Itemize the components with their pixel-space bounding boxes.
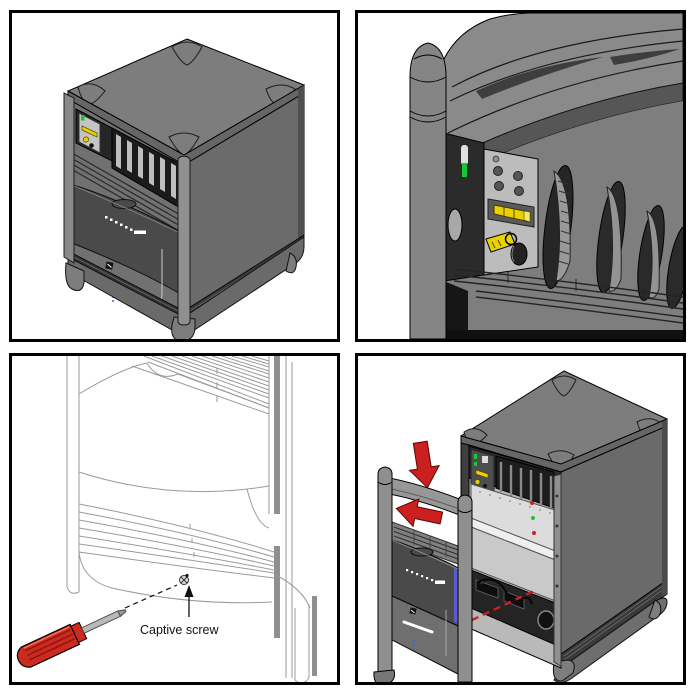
horizontal-vents [71,152,183,234]
foot-left [65,262,85,291]
blue-stripe [454,568,458,624]
panel-operator-closeup [355,10,686,342]
corner-posts [63,92,191,326]
sgi-logo [409,607,417,615]
arrow-down [408,440,441,489]
interior-vent-slats [495,455,555,511]
brow-slot-cuts [476,49,680,99]
bezel-brand-wordmark [406,569,445,584]
bezel-brow-curves [447,28,683,134]
fan-opening [537,610,555,630]
media-slot [493,204,531,223]
reset-slot [461,145,468,165]
opening-right-frame [553,473,562,667]
bezel-removal-drawing [373,370,669,682]
shadow-wedge [444,281,468,339]
oval-button [447,208,463,242]
system-front-view-drawing [63,38,306,339]
captive-screw [179,573,189,585]
chassis-line-art [66,356,317,682]
chassis [459,370,669,682]
door-brand-wordmark [105,216,146,234]
operator-panel [75,108,113,162]
right-edge-shadow [298,85,304,245]
status-recess [443,132,485,282]
keyswitch-button [510,242,528,266]
perforation-dots [479,491,551,514]
keyswitch [89,143,94,148]
alignment-dashes [124,584,178,609]
vent-hatching [131,356,270,415]
pedestal-outline [78,551,317,682]
panel-front-view [9,10,340,342]
screwdriver-icon [16,609,127,668]
screwdriver-shaft [81,610,122,634]
front-door-outline [78,362,270,529]
screw-marker-red [530,501,534,505]
key-icon [83,136,89,143]
controller-buttons [493,166,524,196]
vent-leaves [542,164,683,309]
captive-screw-callout: Captive screw [140,585,219,637]
pedestal-base [553,597,668,682]
open-front-interior [460,442,562,669]
screwdriver-tip [117,609,127,618]
screw-marker-green [531,516,535,520]
panel-bezel-removal [355,353,686,685]
cable [477,578,534,605]
door-handle-notch [111,199,137,209]
panel-captive-screw-step: Captive screw [9,353,340,685]
media-slot [81,125,98,138]
arrow-left [395,498,444,528]
bottom-shadow-band [444,330,683,339]
bezel-posts [373,466,473,682]
base-louvers [78,503,275,579]
corner-post [409,42,447,339]
removal-arrows [395,440,444,528]
bezel-door [391,539,459,627]
power-led [462,163,467,177]
operator-panel [470,448,495,496]
captive-screw-drawing: Captive screw [16,356,317,682]
horizontal-vents [453,268,683,324]
power-led [81,115,85,121]
foot-right [648,599,662,620]
brand-wordmark [402,620,434,634]
foot-right [285,252,297,274]
captive-screw-label: Captive screw [140,623,219,637]
front-bezel [373,466,473,682]
operator-panel-closeup-drawing [409,13,683,339]
arrowhead-up [184,585,194,597]
system-controller-module [483,148,539,276]
bezel-foot [373,669,396,682]
screw-marker-red [532,531,536,535]
front-door [71,184,183,296]
